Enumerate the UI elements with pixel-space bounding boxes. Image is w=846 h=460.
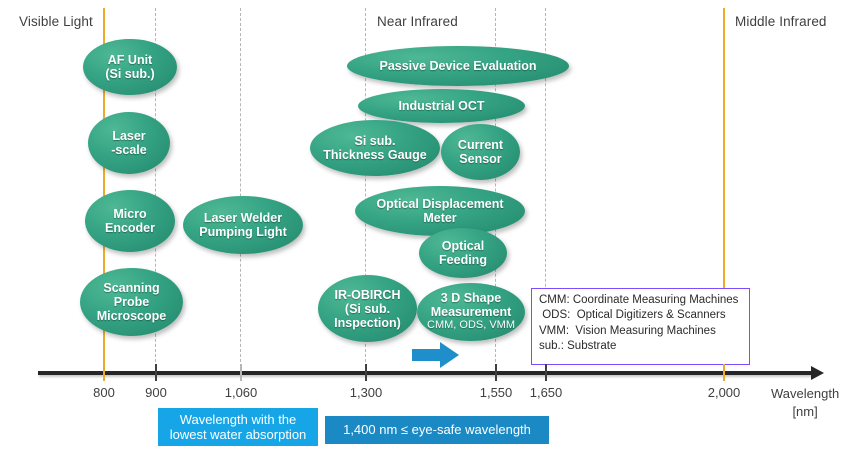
axis-title: Wavelength [nm]: [771, 385, 839, 420]
band-label-middle-infrared: Middle Infrared: [735, 14, 827, 29]
callout-water-line2: lowest water absorption: [169, 427, 307, 442]
ellipse-ir-obirch[interactable]: IR-OBIRCH (Si sub. Inspection): [318, 275, 417, 342]
ellipse-af-unit-line1: AF Unit: [107, 53, 153, 67]
ellipse-passive-device-evaluation[interactable]: Passive Device Evaluation: [347, 46, 569, 86]
ellipse-odm-line2: Meter: [423, 211, 457, 225]
ellipse-af-unit-line2: (Si sub.): [105, 67, 155, 81]
band-label-visible-light: Visible Light: [19, 14, 93, 29]
legend-line-cmm: CMM: Coordinate Measuring Machines: [539, 294, 739, 306]
axis-tick-800: [103, 364, 105, 381]
ellipse-micro-encoder[interactable]: Micro Encoder: [85, 190, 175, 252]
axis-tick-1650: [545, 364, 547, 381]
axis-tick-2000: [723, 364, 725, 381]
callout-water-line1: Wavelength with the: [179, 411, 297, 427]
axis-tick-label-2000: 2,000: [707, 385, 741, 400]
ellipse-laser-scale-line1: Laser: [112, 129, 146, 143]
ellipse-3dsm-line2: Measurement: [430, 305, 512, 320]
axis-tick-label-800: 800: [93, 385, 115, 400]
ellipse-spm-line2: Probe: [113, 295, 150, 309]
ellipse-micro-encoder-line2: Encoder: [104, 221, 155, 235]
gridline-1300: [365, 8, 366, 372]
gridline-1060: [240, 8, 241, 372]
ellipse-spm-line1: Scanning: [103, 281, 160, 295]
legend-line-sub: sub.: Substrate: [539, 339, 617, 352]
ellipse-sstg-line2: Thickness Gauge: [323, 148, 427, 162]
ellipse-irobirch-line1: IR-OBIRCH: [334, 287, 401, 302]
axis-tick-1550: [495, 364, 497, 381]
ellipse-lwpl-line1: Laser Welder: [203, 211, 283, 225]
axis-tick-900: [155, 364, 157, 381]
gridline-800-orange: [103, 8, 105, 373]
callout-lowest-water-absorption: Wavelength with the lowest water absorpt…: [158, 408, 318, 446]
gridline-900: [155, 8, 156, 372]
ellipse-si-sub-thickness-gauge[interactable]: Si sub. Thickness Gauge: [310, 120, 440, 176]
ellipse-optical-displacement-meter[interactable]: Optical Displacement Meter: [355, 186, 525, 236]
callout-eye-safe-wavelength: 1,400 nm ≤ eye-safe wavelength: [325, 416, 549, 444]
ellipse-irobirch-line2: (Si sub.: [344, 301, 391, 316]
ellipse-3d-shape-measurement[interactable]: 3 D Shape Measurement CMM, ODS, VMM: [417, 283, 525, 341]
ellipse-cs-line1: Current: [457, 138, 504, 152]
ellipse-laser-scale[interactable]: Laser -scale: [88, 112, 170, 174]
axis-tick-1300: [365, 364, 367, 381]
ellipse-industrial-oct[interactable]: Industrial OCT: [358, 89, 525, 123]
gridline-2000-orange: [723, 8, 725, 373]
ellipse-odm-line1: Optical Displacement: [376, 197, 504, 211]
ellipse-3dsm-sublabel: CMM, ODS, VMM: [427, 319, 515, 332]
axis-title-line2: [nm]: [792, 403, 818, 419]
ellipse-scanning-probe-microscope[interactable]: Scanning Probe Microscope: [80, 268, 183, 336]
ellipse-sstg-line1: Si sub.: [354, 134, 396, 148]
axis-tick-label-1060: 1,060: [224, 385, 258, 400]
axis-title-line1: Wavelength: [771, 386, 840, 401]
band-label-near-infrared: Near Infrared: [377, 14, 458, 29]
ellipse-af-unit[interactable]: AF Unit (Si sub.): [83, 39, 177, 95]
axis-tick-label-1300: 1,300: [349, 385, 383, 400]
ellipse-lwpl-line2: Pumping Light: [199, 225, 287, 239]
ellipse-spm-line3: Microscope: [96, 309, 167, 323]
ellipse-of-line1: Optical: [441, 239, 485, 253]
ellipse-cs-line2: Sensor: [459, 152, 502, 166]
eye-safe-direction-arrow: [412, 342, 459, 368]
axis-tick-label-1650: 1,650: [529, 385, 563, 400]
axis-tick-1060: [240, 364, 242, 381]
ellipse-laser-scale-line2: -scale: [111, 143, 147, 157]
legend-line-vmm: VMM: Vision Measuring Machines: [539, 324, 716, 337]
callout-eyesafe-label: 1,400 nm ≤ eye-safe wavelength: [343, 422, 531, 438]
ellipse-optical-feeding[interactable]: Optical Feeding: [419, 228, 507, 278]
ellipse-laser-welder-pumping-light[interactable]: Laser Welder Pumping Light: [183, 196, 303, 254]
ellipse-of-line2: Feeding: [439, 253, 487, 267]
axis-tick-label-1550: 1,550: [479, 385, 513, 400]
gridline-1550: [495, 8, 496, 372]
wavelength-axis-line: [38, 371, 813, 375]
ellipse-3dsm-line1: 3 D Shape: [440, 291, 502, 306]
ellipse-ioct-label: Industrial OCT: [398, 99, 485, 113]
ellipse-micro-encoder-line1: Micro: [113, 207, 147, 221]
abbreviation-legend: CMM: Coordinate Measuring Machines ODS: …: [531, 288, 750, 365]
legend-line-ods: ODS: Optical Digitizers & Scanners: [539, 309, 726, 322]
ellipse-pde-label: Passive Device Evaluation: [379, 59, 537, 73]
gridline-1650: [545, 8, 546, 372]
axis-tick-label-900: 900: [145, 385, 167, 400]
ellipse-irobirch-line3: Inspection): [334, 315, 401, 330]
ellipse-current-sensor[interactable]: Current Sensor: [441, 124, 520, 180]
axis-arrowhead-icon: [811, 366, 824, 380]
